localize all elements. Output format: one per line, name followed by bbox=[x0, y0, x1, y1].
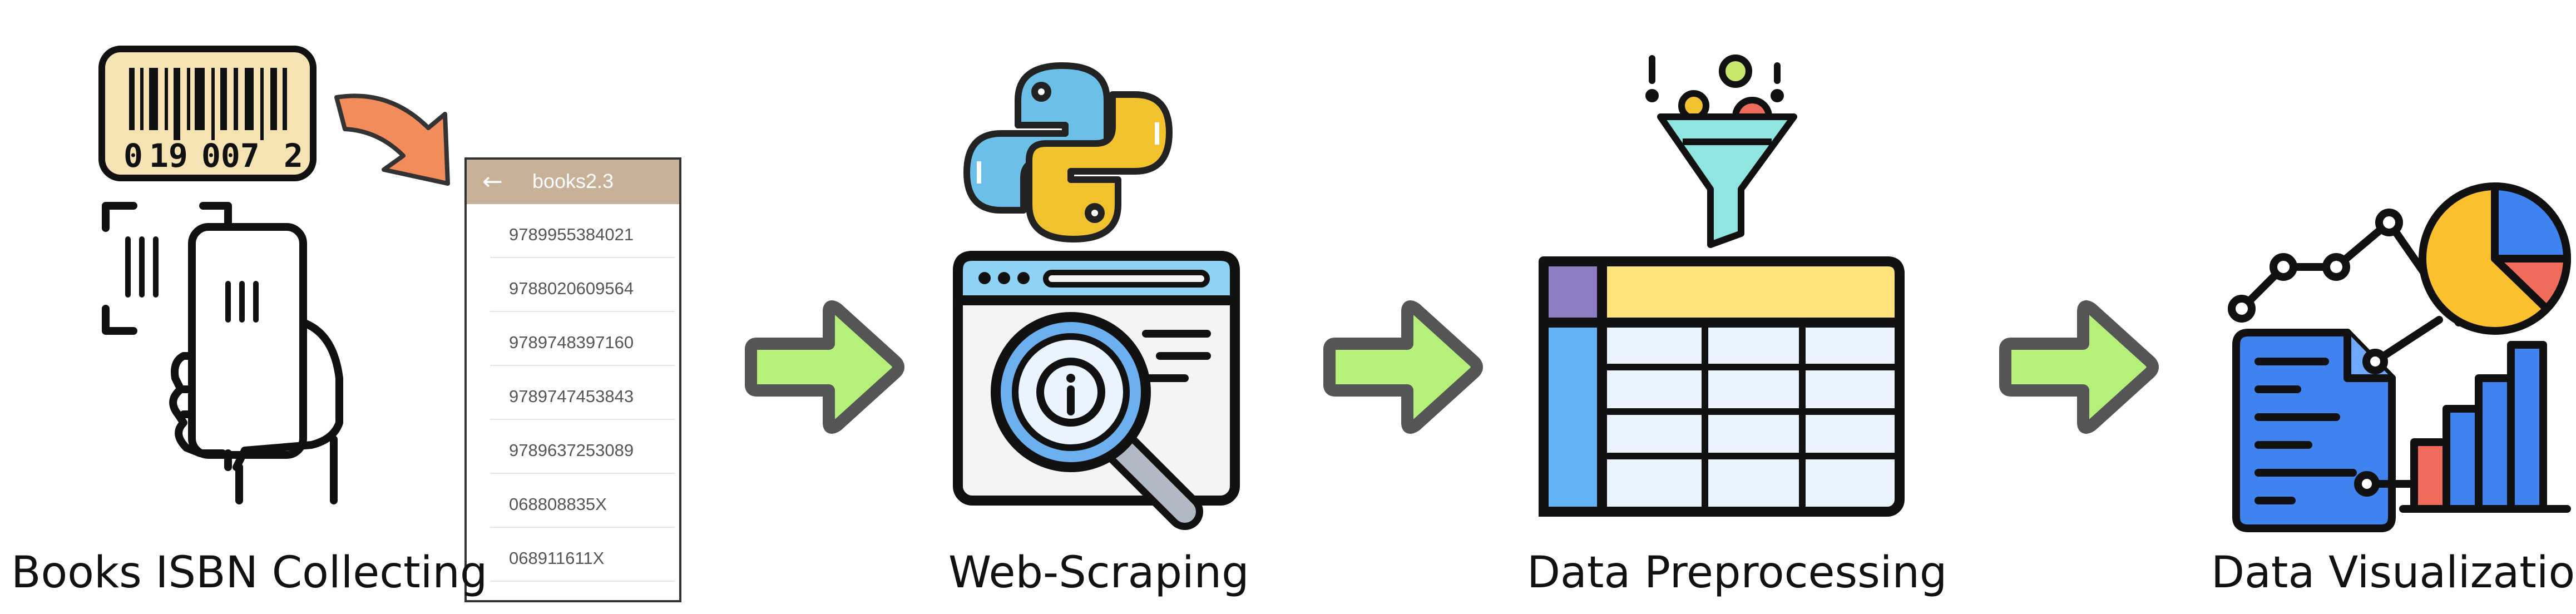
back-arrow-icon[interactable]: ← bbox=[482, 167, 503, 196]
phone-app-list-panel: ← books2.3 9789955384021 9788020609564 9… bbox=[464, 157, 681, 602]
barcode-digit: 007 bbox=[201, 137, 260, 175]
list-item[interactable]: 068808835X bbox=[490, 474, 675, 528]
isbn-list: 9789955384021 9788020609564 978974839716… bbox=[467, 204, 679, 582]
list-item[interactable]: 9789748397160 bbox=[490, 312, 675, 366]
phone-scan-icon bbox=[102, 202, 343, 504]
curved-arrow-icon bbox=[334, 93, 450, 186]
barcode-digit: 0 bbox=[123, 137, 143, 175]
list-item[interactable]: 9789747453843 bbox=[490, 366, 675, 420]
stage-label-collecting: Books ISBN Collecting bbox=[11, 548, 488, 598]
app-title: books2.3 bbox=[532, 170, 614, 192]
spreadsheet-icon bbox=[1539, 256, 1905, 517]
flow-arrow-icon bbox=[1329, 306, 1477, 428]
barcode-icon: 0 19 007 2 bbox=[98, 46, 317, 181]
flow-arrow-icon bbox=[2005, 306, 2153, 428]
stage-label-scraping: Web-Scraping bbox=[948, 548, 1249, 598]
barcode-digit: 19 bbox=[149, 137, 188, 175]
stage-label-visualization: Data Visualization bbox=[2211, 548, 2576, 598]
browser-magnifier-icon bbox=[953, 251, 1240, 530]
analytics-icon bbox=[2228, 182, 2571, 532]
flow-arrow-icon bbox=[751, 306, 898, 428]
list-item[interactable]: 9789955384021 bbox=[490, 204, 675, 258]
list-item[interactable]: 068911611X bbox=[490, 528, 675, 582]
barcode-digit: 2 bbox=[284, 137, 303, 175]
list-item[interactable]: 9789637253089 bbox=[490, 420, 675, 474]
funnel-icon bbox=[1645, 55, 1797, 248]
stage-label-preprocessing: Data Preprocessing bbox=[1527, 548, 1947, 598]
python-logo-icon bbox=[963, 62, 1173, 242]
app-header: ← books2.3 bbox=[467, 160, 679, 204]
list-item[interactable]: 9788020609564 bbox=[490, 258, 675, 312]
